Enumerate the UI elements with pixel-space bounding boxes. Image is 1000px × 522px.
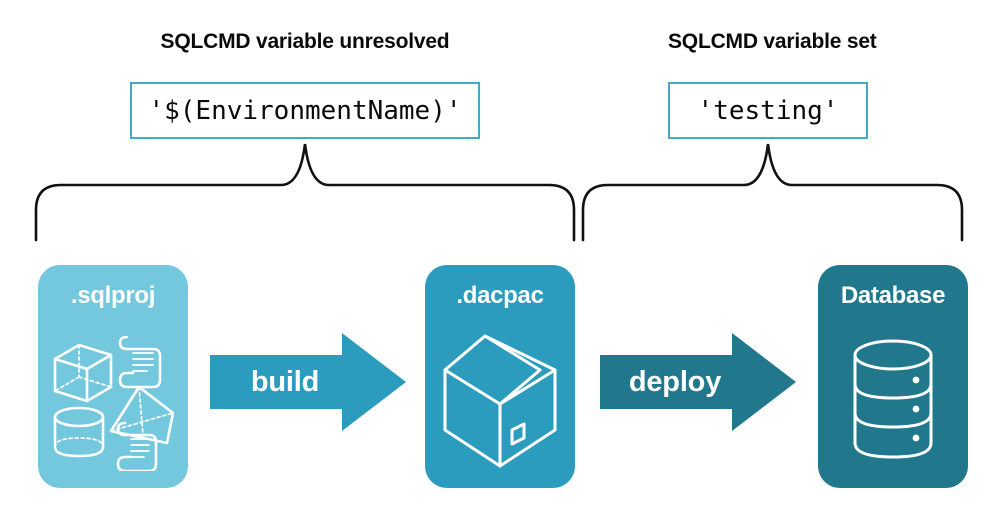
stage-box-sqlproj[interactable]: .sqlproj	[38, 265, 188, 488]
scroll-icon	[116, 421, 158, 471]
cylinder-icon	[53, 406, 105, 458]
variable-value-right: 'testing'	[697, 95, 839, 126]
brace-group	[34, 143, 964, 242]
arrow-right-icon	[600, 333, 796, 431]
arrow-right-icon	[210, 333, 406, 431]
stage-art-database	[841, 314, 945, 488]
variable-value-box-left: '$(EnvironmentName)'	[130, 82, 480, 139]
brace-left-icon	[34, 143, 576, 242]
variable-value-box-right: 'testing'	[668, 82, 868, 139]
stage-label-database: Database	[840, 282, 946, 309]
stage-label-dacpac: .dacpac	[456, 282, 544, 309]
annotation-heading-right: SQLCMD variable set	[668, 30, 877, 53]
database-cylinder-icon	[853, 339, 933, 459]
scroll-icon	[118, 335, 162, 389]
stage-art-sqlproj	[49, 314, 177, 488]
arrow-build[interactable]: build	[210, 333, 406, 431]
pyramid-icon	[109, 385, 175, 445]
stage-art-dacpac	[439, 314, 561, 488]
brace-right-icon	[581, 143, 964, 242]
stage-box-database[interactable]: Database	[818, 265, 968, 488]
arrow-deploy[interactable]: deploy	[600, 333, 796, 431]
cube-icon	[53, 343, 113, 403]
sqlproj-object-cluster	[53, 335, 175, 471]
variable-value-left: '$(EnvironmentName)'	[148, 95, 462, 126]
stage-box-dacpac[interactable]: .dacpac	[425, 265, 575, 488]
package-box-icon	[443, 334, 557, 468]
stage-label-sqlproj: .sqlproj	[70, 282, 156, 309]
annotation-heading-left: SQLCMD variable unresolved	[160, 30, 450, 53]
